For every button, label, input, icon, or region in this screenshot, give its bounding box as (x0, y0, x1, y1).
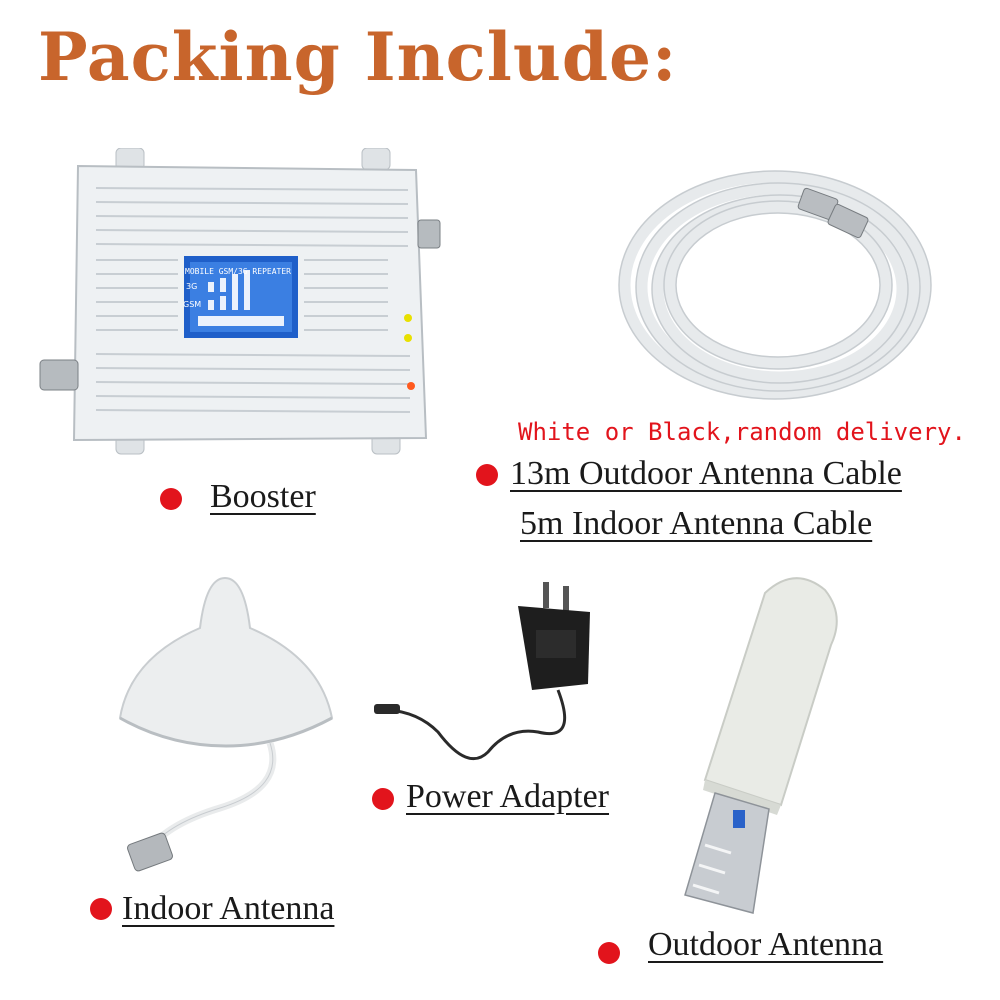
label-outdoor-antenna: Outdoor Antenna (648, 926, 884, 963)
panel-row-3g: 3G (186, 282, 198, 291)
label-indoor-cable: 5m Indoor Antenna Cable (520, 505, 873, 542)
label-booster: Booster (210, 478, 316, 515)
cable-color-note: White or Black,random delivery. (518, 418, 966, 446)
bullet-icon (476, 464, 498, 486)
power-adapter-image (368, 582, 608, 782)
panel-row-gsm: GSM (183, 300, 202, 309)
bullet-icon (160, 488, 182, 510)
bullet-icon (372, 788, 394, 810)
booster-device-image (38, 148, 448, 463)
label-indoor-antenna: Indoor Antenna (122, 890, 335, 927)
ceiling-antenna-image (110, 568, 350, 878)
cable-coil-image (610, 155, 940, 405)
label-power-adapter: Power Adapter (406, 778, 610, 815)
panel-antenna-image (665, 565, 865, 915)
page-title: Packing Include: (38, 18, 678, 96)
panel-header: MOBILE GSM/3G REPEATER (185, 267, 291, 276)
bullet-icon (90, 898, 112, 920)
bullet-icon (598, 942, 620, 964)
label-outdoor-cable: 13m Outdoor Antenna Cable (510, 455, 902, 492)
